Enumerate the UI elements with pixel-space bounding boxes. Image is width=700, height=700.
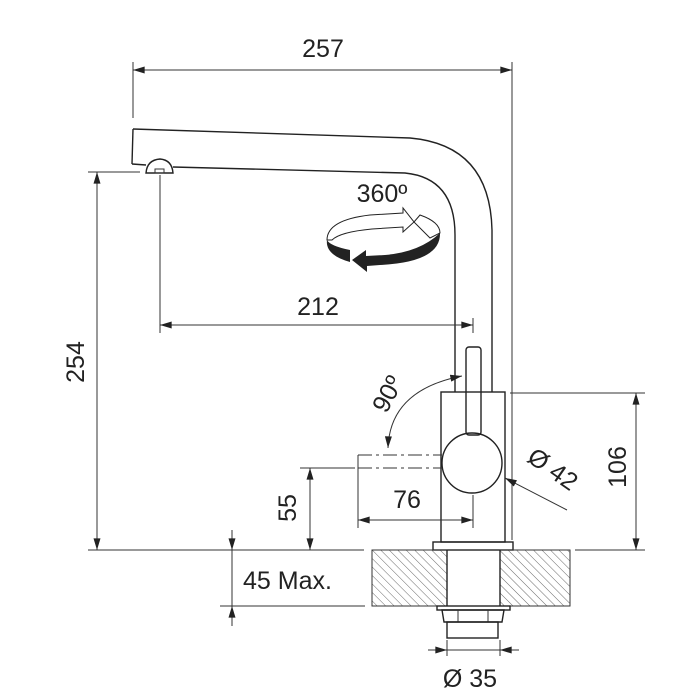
swivel-360: 360º [326,180,441,272]
dim-55-label: 55 [274,494,302,522]
tap-body [432,346,514,551]
dimension-212: 212 [159,175,474,333]
swivel-label: 360º [357,180,408,208]
countertop-section [371,549,571,639]
lever-angle-90: 90º [357,371,463,469]
spout [131,128,493,392]
lever-handle [465,346,482,436]
rotation-arrow-icon [326,206,441,272]
base-plate [432,541,514,551]
dim-106-label: 106 [604,446,632,488]
cartridge-ball [441,432,503,494]
aerator [145,158,174,174]
dim-257-label: 257 [302,35,344,63]
dim-35-label: Ø 35 [443,665,497,693]
dimension-76: 76 [357,468,474,528]
dimension-diameter-42: Ø 42 [504,442,583,511]
dim-42-label: Ø 42 [522,442,582,496]
dimension-257: 257 [132,35,513,540]
dimension-45-max: 45 Max. [220,530,365,626]
dimension-106: 106 [510,392,645,550]
dimension-diameter-35: Ø 35 [428,640,519,693]
dim-254-label: 254 [62,341,90,383]
lever-angle-label: 90º [367,371,409,417]
dim-76-label: 76 [393,486,421,514]
dimension-254: 254 [62,171,645,551]
dim-45-max-label: 45 Max. [243,567,332,595]
mounting-nut [441,609,505,623]
dimension-55: 55 [274,467,355,550]
dim-212-label: 212 [297,293,339,321]
